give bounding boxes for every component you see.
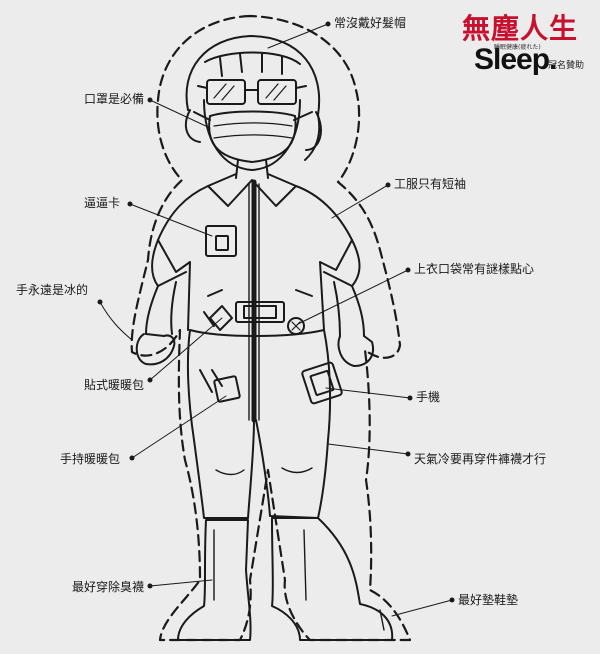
left-pocket-items: [200, 370, 222, 392]
shirt-right: [296, 186, 352, 330]
brand-sponsor: 冠名贊助: [548, 60, 584, 72]
leader-deodorant-socks: [150, 580, 212, 586]
leader-no-hair-cap: [268, 24, 328, 48]
dot-stick-warmer: [148, 378, 153, 383]
pants-right: [256, 330, 330, 518]
brand-title: 無塵人生: [462, 14, 578, 44]
phone: [302, 362, 343, 404]
dot-cold-pants: [406, 452, 411, 457]
label-short-sleeves: 工服只有短袖: [394, 177, 466, 191]
label-phone: 手機: [416, 390, 440, 404]
right-boot: [272, 518, 392, 640]
dot-hand-warmer: [130, 456, 135, 461]
label-insoles: 最好墊鞋墊: [458, 593, 518, 607]
shirt-left: [158, 186, 208, 330]
label-stick-warmer: 貼式暖暖包: [84, 378, 144, 392]
dot-insoles: [450, 598, 455, 603]
hand-warmer: [214, 376, 240, 402]
waist: [190, 330, 324, 336]
label-hand-warmer: 手持暖暖包: [60, 452, 120, 466]
right-hand: [339, 336, 373, 366]
leader-cold-hands: [100, 302, 132, 340]
bangs: [205, 53, 300, 77]
mask-pleats: [214, 123, 292, 138]
badge-card: [206, 226, 236, 256]
label-deodorant-socks: 最好穿除臭襪: [72, 580, 144, 594]
dot-cold-hands: [98, 300, 103, 305]
leader-badge: [130, 204, 212, 236]
dot-no-hair-cap: [326, 22, 331, 27]
dot-phone: [408, 396, 413, 401]
label-pocket-snacks: 上衣口袋常有謎樣點心: [414, 262, 534, 276]
left-hand: [137, 334, 175, 364]
glasses-shine: [214, 84, 286, 100]
dot-pocket-snacks: [406, 268, 411, 273]
label-badge-card: 逼逼卡: [84, 196, 120, 210]
right-arm: [334, 282, 364, 336]
glasses-right-lens: [258, 80, 296, 104]
left-arm: [146, 282, 176, 334]
glasses-bridge: [198, 86, 306, 90]
badge-card-inner: [216, 236, 228, 250]
boot-seams: [214, 530, 384, 630]
dot-badge: [128, 202, 133, 207]
label-cold-pants: 天氣冷要再穿件褲襪才行: [414, 452, 546, 466]
label-mask-required: 口罩是必備: [84, 92, 144, 106]
right-sleeve: [324, 240, 360, 286]
dashed-outline: [132, 16, 410, 640]
label-no-hair-cap: 常沒戴好髮帽: [334, 16, 406, 30]
dot-mask: [148, 98, 153, 103]
pants-left: [188, 330, 254, 518]
dot-deodorant-socks: [148, 584, 153, 589]
leader-stick-warmer: [150, 318, 222, 380]
leader-short-sleeves: [332, 185, 388, 218]
leader-insoles: [392, 600, 452, 616]
brand-tagline: 睡眠健康(疲れた): [494, 44, 541, 52]
pocket-slot-right: [296, 290, 312, 296]
left-sleeve: [152, 240, 186, 286]
dot-short-sleeves: [386, 183, 391, 188]
leader-hand-warmer: [132, 396, 226, 458]
label-cold-hands: 手永遠是冰的: [16, 283, 88, 297]
